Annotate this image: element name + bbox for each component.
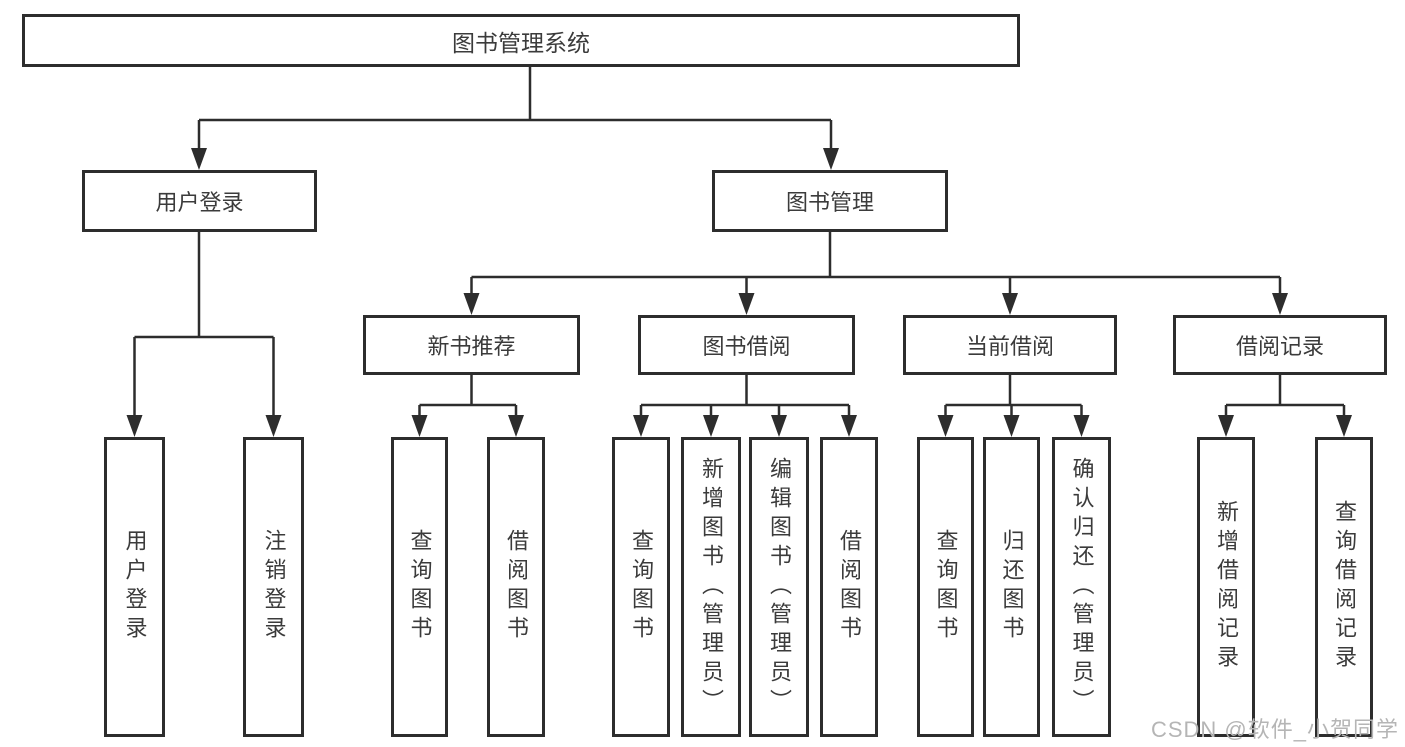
leaf-label: 注销登录	[261, 529, 287, 645]
leaf-query-books-recommend: 查询图书	[391, 437, 448, 737]
leaf-label: 编辑图书（管理员）	[767, 456, 792, 718]
leaf-label: 归还图书	[999, 529, 1025, 645]
leaf-label: 新增借阅记录	[1214, 500, 1239, 674]
leaf-add-books-admin: 新增图书（管理员）	[681, 437, 741, 737]
node-user-login: 用户登录	[82, 170, 317, 232]
node-label: 图书管理系统	[452, 29, 590, 56]
leaf-edit-books-admin: 编辑图书（管理员）	[749, 437, 809, 737]
leaf-label: 借阅图书	[504, 529, 529, 645]
node-borrow-records: 借阅记录	[1173, 315, 1387, 375]
node-current-borrow: 当前借阅	[903, 315, 1117, 375]
leaf-label: 确认归还（管理员）	[1069, 456, 1095, 718]
node-label: 新书推荐	[427, 334, 516, 359]
node-label: 当前借阅	[965, 334, 1054, 359]
leaf-query-books-current: 查询图书	[917, 437, 974, 737]
leaf-confirm-return-admin: 确认归还（管理员）	[1052, 437, 1111, 737]
leaf-label: 查询图书	[629, 529, 654, 645]
leaf-label: 借阅图书	[837, 529, 862, 645]
leaf-query-books-borrow: 查询图书	[612, 437, 670, 737]
leaf-borrow-books-recommend: 借阅图书	[487, 437, 545, 737]
leaf-label: 用户登录	[122, 529, 148, 645]
csdn-watermark: CSDN @软件_小贺同学	[1150, 717, 1399, 742]
node-system-root: 图书管理系统	[22, 14, 1020, 67]
leaf-borrow-books: 借阅图书	[820, 437, 878, 737]
leaf-logout: 注销登录	[243, 437, 304, 737]
leaf-add-borrow-record: 新增借阅记录	[1197, 437, 1255, 737]
leaf-query-borrow-record: 查询借阅记录	[1315, 437, 1373, 737]
node-book-borrow: 图书借阅	[638, 315, 855, 375]
leaf-label: 查询图书	[407, 529, 433, 645]
node-label: 图书借阅	[702, 334, 791, 359]
leaf-label: 查询借阅记录	[1332, 500, 1357, 674]
leaf-label: 查询图书	[933, 529, 959, 645]
leaf-return-books: 归还图书	[983, 437, 1040, 737]
leaf-label: 新增图书（管理员）	[699, 456, 724, 718]
leaf-user-login: 用户登录	[104, 437, 165, 737]
node-label: 借阅记录	[1235, 334, 1324, 359]
node-label: 用户登录	[155, 190, 244, 215]
node-new-book-recommend: 新书推荐	[363, 315, 580, 375]
node-book-management: 图书管理	[712, 170, 948, 232]
node-label: 图书管理	[785, 190, 874, 215]
